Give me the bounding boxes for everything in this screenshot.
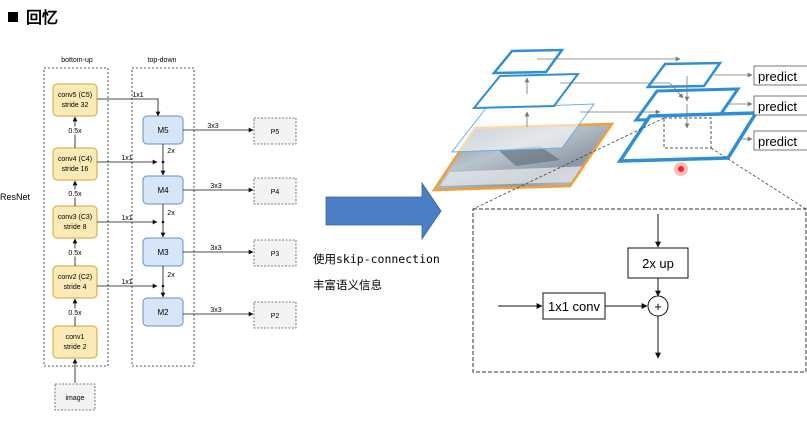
p3-box: P3 bbox=[253, 239, 297, 267]
conv1-box: conv1 stride 2 bbox=[52, 325, 98, 359]
upsample-label-2: 2x bbox=[167, 210, 175, 217]
svg-text:conv3 (C3): conv3 (C3) bbox=[58, 214, 92, 221]
svg-text:P3: P3 bbox=[271, 251, 280, 258]
svg-text:P5: P5 bbox=[271, 129, 280, 136]
lateral-label-3: 1x1 bbox=[121, 215, 132, 222]
downscale-label-1: 0.5x bbox=[68, 128, 82, 135]
upsample-box: 2x up bbox=[627, 247, 689, 279]
svg-text:predict: predict bbox=[758, 99, 797, 114]
svg-text:stride 8: stride 8 bbox=[64, 224, 87, 231]
svg-text:stride 4: stride 4 bbox=[64, 284, 87, 291]
smooth-label-2: 3x3 bbox=[210, 183, 221, 190]
conv3-box: conv3 (C3) stride 8 bbox=[52, 205, 98, 239]
p2-box: P2 bbox=[253, 301, 297, 329]
bottom-up-label: bottom-up bbox=[61, 57, 93, 64]
svg-text:M5: M5 bbox=[157, 126, 169, 135]
svg-text:predict: predict bbox=[758, 134, 797, 149]
predict-box-2: predict bbox=[753, 95, 807, 116]
detail-frame bbox=[472, 208, 807, 373]
page-title: 回忆 bbox=[8, 4, 58, 28]
downscale-label-3: 0.5x bbox=[68, 250, 82, 257]
top-down-label: top-down bbox=[148, 57, 177, 64]
svg-text:image: image bbox=[65, 395, 84, 402]
svg-text:M4: M4 bbox=[157, 186, 169, 195]
m4-box: M4 bbox=[142, 175, 184, 205]
lateral-label-2: 1x1 bbox=[121, 155, 132, 162]
bottom-up-frame bbox=[43, 67, 109, 367]
svg-text:stride 32: stride 32 bbox=[62, 102, 89, 109]
svg-text:P4: P4 bbox=[271, 189, 280, 196]
m3-box: M3 bbox=[142, 237, 184, 267]
p4-box: P4 bbox=[253, 177, 297, 205]
upsample-label-1: 2x bbox=[167, 148, 175, 155]
p5-box: P5 bbox=[253, 117, 297, 145]
pyramid-plane-small bbox=[491, 48, 565, 75]
smooth-label-1: 3x3 bbox=[207, 123, 218, 130]
title-text: 回忆 bbox=[26, 8, 59, 27]
svg-text:stride 2: stride 2 bbox=[64, 344, 87, 351]
right-arrow-icon bbox=[325, 181, 442, 241]
pyramid-plane-large bbox=[450, 103, 596, 153]
downscale-label-2: 0.5x bbox=[68, 191, 82, 198]
svg-text:M2: M2 bbox=[157, 308, 169, 317]
svg-text:2x up: 2x up bbox=[642, 256, 674, 271]
lateral-conv-box: 1x1 conv bbox=[542, 292, 606, 320]
svg-text:+: + bbox=[654, 299, 662, 314]
conv2-box: conv2 (C2) stride 4 bbox=[52, 265, 98, 299]
feature-plane-bottom bbox=[616, 111, 760, 163]
feature-plane-top bbox=[645, 61, 723, 89]
predict-box-1: predict bbox=[753, 65, 807, 86]
conv4-box: conv4 (C4) stride 16 bbox=[52, 147, 98, 181]
upsample-label-3: 2x bbox=[167, 272, 175, 279]
zoom-region bbox=[663, 117, 712, 149]
pyramid-plane-mid bbox=[471, 72, 581, 110]
svg-text:conv2 (C2): conv2 (C2) bbox=[58, 274, 92, 281]
add-node: + bbox=[647, 295, 669, 317]
svg-text:conv4 (C4): conv4 (C4) bbox=[58, 156, 92, 163]
smooth-label-3: 3x3 bbox=[210, 245, 221, 252]
svg-text:predict: predict bbox=[758, 69, 797, 84]
svg-text:stride 16: stride 16 bbox=[62, 166, 89, 173]
caption-line-2: 丰富语义信息 bbox=[313, 278, 382, 292]
svg-text:P2: P2 bbox=[271, 313, 280, 320]
caption-line-1: 使用skip-connection bbox=[313, 252, 440, 266]
svg-text:conv5 (C5): conv5 (C5) bbox=[58, 92, 92, 99]
svg-text:1x1 conv: 1x1 conv bbox=[548, 299, 601, 314]
m2-box: M2 bbox=[142, 297, 184, 327]
lateral-label-4: 1x1 bbox=[121, 279, 132, 286]
image-box: image bbox=[54, 383, 96, 411]
predict-box-3: predict bbox=[753, 130, 807, 151]
svg-text:conv1: conv1 bbox=[66, 334, 85, 341]
svg-text:M3: M3 bbox=[157, 248, 169, 257]
lateral-label-1: 1x1 bbox=[132, 92, 143, 99]
m5-box: M5 bbox=[142, 115, 184, 145]
downscale-label-4: 0.5x bbox=[68, 310, 82, 317]
resnet-label: ResNet bbox=[0, 192, 31, 202]
conv5-box: conv5 (C5) stride 32 bbox=[52, 83, 98, 117]
black-square-icon bbox=[8, 12, 18, 22]
smooth-label-4: 3x3 bbox=[210, 307, 221, 314]
